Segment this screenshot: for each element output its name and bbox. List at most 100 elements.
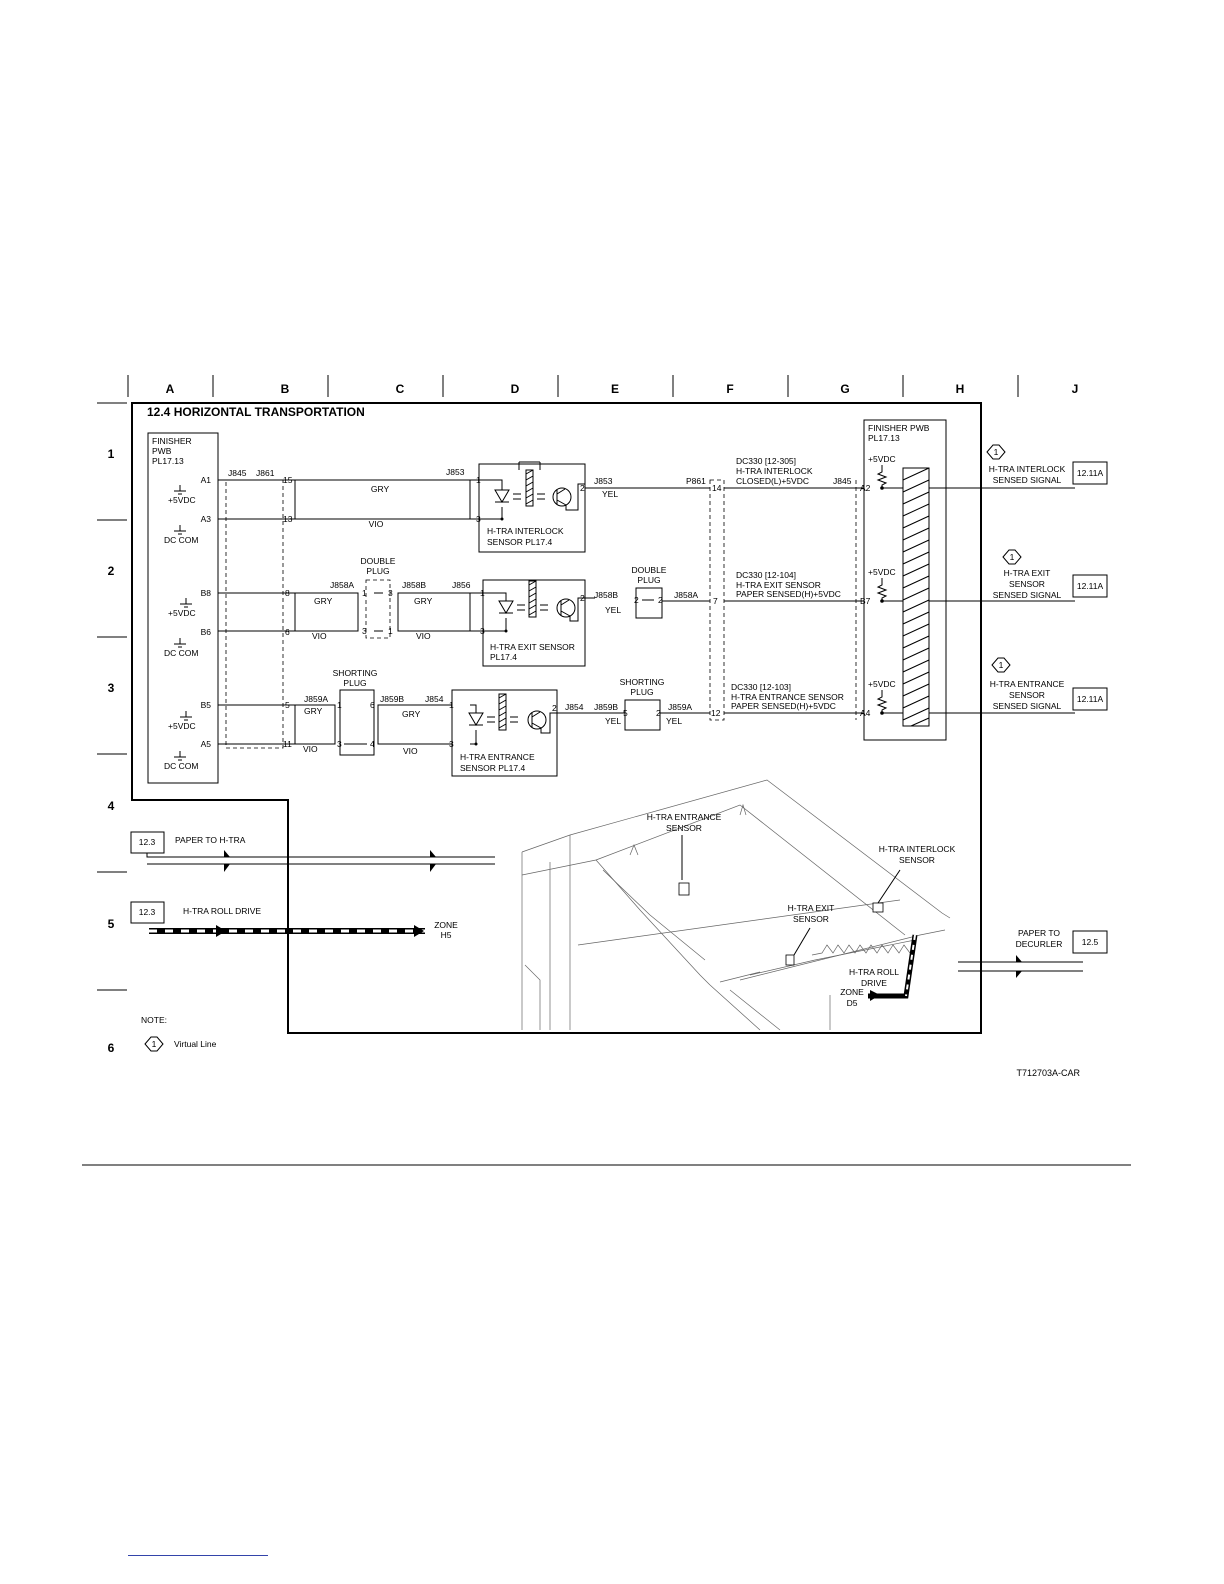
output-signals: 1 H-TRA INTERLOCK SENSED SIGNAL 12.11A 1… — [929, 444, 1108, 714]
svg-text:FINISHER: FINISHER — [152, 436, 192, 446]
svg-text:H-TRA EXIT: H-TRA EXIT — [1004, 568, 1051, 578]
diagram-frame — [131, 402, 982, 1034]
svg-text:DC COM: DC COM — [164, 761, 198, 771]
svg-text:SENSOR: SENSOR — [666, 823, 702, 833]
diagram-title: 12.4 HORIZONTAL TRANSPORTATION — [147, 405, 365, 419]
svg-text:PAPER SENSED(H)+5VDC: PAPER SENSED(H)+5VDC — [736, 589, 841, 599]
svg-text:PWB: PWB — [152, 446, 172, 456]
svg-text:J859B: J859B — [380, 694, 404, 704]
svg-text:SENSED SIGNAL: SENSED SIGNAL — [993, 701, 1062, 711]
svg-text:J858B: J858B — [594, 590, 618, 600]
svg-text:2: 2 — [580, 483, 585, 493]
svg-text:GRY: GRY — [371, 484, 390, 494]
svg-text:DC COM: DC COM — [164, 648, 198, 658]
svg-text:PLUG: PLUG — [630, 687, 653, 697]
svg-text:VIO: VIO — [303, 744, 318, 754]
svg-text:12.11A: 12.11A — [1077, 581, 1104, 591]
footer-link-underline[interactable] — [128, 1555, 268, 1556]
svg-text:PL17.13: PL17.13 — [152, 456, 184, 466]
entrance-circuit: J859A GRY VIO SHORTING PLUG 1 6 3 4 J859… — [218, 668, 870, 777]
svg-text:SENSOR PL17.4: SENSOR PL17.4 — [487, 537, 552, 547]
svg-text:B8: B8 — [201, 588, 212, 598]
svg-text:SENSOR PL17.4: SENSOR PL17.4 — [460, 763, 525, 773]
row-label-6: 6 — [108, 1041, 115, 1055]
right-finisher-pwb: FINISHER PWB PL17.13 +5VDC A2 +5VDC B7 +… — [860, 419, 947, 741]
svg-text:12.11A: 12.11A — [1077, 468, 1104, 478]
svg-text:H-TRA ROLL: H-TRA ROLL — [849, 967, 899, 977]
svg-text:GRY: GRY — [402, 709, 421, 719]
connector-j845-j861: J845 J861 15 13 8 6 5 11 — [225, 468, 293, 749]
svg-text:H-TRA ENTRANCE: H-TRA ENTRANCE — [460, 752, 535, 762]
svg-text:SENSOR: SENSOR — [1009, 690, 1045, 700]
svg-text:J854: J854 — [565, 702, 584, 712]
connector-p861 — [709, 479, 857, 721]
row-label-3: 3 — [108, 681, 115, 695]
row-label-2: 2 — [108, 564, 115, 578]
svg-text:2: 2 — [552, 703, 557, 713]
svg-text:1: 1 — [362, 588, 367, 598]
svg-text:A2: A2 — [860, 483, 871, 493]
svg-text:A5: A5 — [201, 739, 212, 749]
svg-text:PAPER TO: PAPER TO — [1018, 928, 1060, 938]
svg-text:H-TRA ROLL DRIVE: H-TRA ROLL DRIVE — [183, 906, 261, 916]
svg-text:1: 1 — [337, 700, 342, 710]
svg-text:H-TRA EXIT: H-TRA EXIT — [788, 903, 835, 913]
svg-text:J853: J853 — [446, 467, 465, 477]
svg-text:SHORTING: SHORTING — [620, 677, 665, 687]
svg-text:H-TRA ENTRANCE: H-TRA ENTRANCE — [990, 679, 1065, 689]
svg-text:PLUG: PLUG — [637, 575, 660, 585]
svg-text:PL17.4: PL17.4 — [490, 652, 517, 662]
svg-text:DECURLER: DECURLER — [1016, 939, 1063, 949]
svg-text:ZONE: ZONE — [840, 987, 864, 997]
svg-text:SENSOR: SENSOR — [793, 914, 829, 924]
svg-text:PLUG: PLUG — [366, 566, 389, 576]
svg-text:A3: A3 — [201, 514, 212, 524]
left-finisher-pwb: FINISHER PWB PL17.13 A1 +5VDC A3 DC COM … — [147, 432, 219, 784]
svg-text:PAPER TO H-TRA: PAPER TO H-TRA — [175, 835, 246, 845]
svg-text:3: 3 — [362, 626, 367, 636]
note: NOTE: 1 Virtual Line — [141, 1015, 217, 1052]
svg-text:12.3: 12.3 — [139, 907, 156, 917]
svg-text:DC330 [12-305]: DC330 [12-305] — [736, 456, 796, 466]
svg-text:14: 14 — [712, 483, 722, 493]
svg-text:7: 7 — [713, 596, 718, 606]
svg-text:H-TRA INTERLOCK: H-TRA INTERLOCK — [879, 844, 956, 854]
svg-text:YEL: YEL — [605, 716, 621, 726]
svg-text:NOTE:: NOTE: — [141, 1015, 167, 1025]
svg-text:J853: J853 — [594, 476, 613, 486]
svg-text:SHORTING: SHORTING — [333, 668, 378, 678]
svg-text:J859A: J859A — [304, 694, 328, 704]
flow-roll-drive: 12.3 H-TRA ROLL DRIVE ZONE H5 — [130, 901, 458, 940]
svg-text:2: 2 — [656, 708, 661, 718]
svg-text:B7: B7 — [860, 596, 871, 606]
svg-text:B6: B6 — [201, 627, 212, 637]
svg-text:4: 4 — [370, 739, 375, 749]
column-label-f: F — [726, 382, 733, 396]
svg-text:H-TRA INTERLOCK: H-TRA INTERLOCK — [736, 466, 813, 476]
svg-text:H-TRA INTERLOCK: H-TRA INTERLOCK — [989, 464, 1066, 474]
svg-text:+5VDC: +5VDC — [168, 495, 196, 505]
svg-text:5: 5 — [623, 708, 628, 718]
svg-text:VIO: VIO — [369, 519, 384, 529]
svg-text:H-TRA INTERLOCK: H-TRA INTERLOCK — [487, 526, 564, 536]
svg-text:DC330 [12-104]: DC330 [12-104] — [736, 570, 796, 580]
svg-text:PAPER SENSED(H)+5VDC: PAPER SENSED(H)+5VDC — [731, 701, 836, 711]
svg-text:J845: J845 — [833, 476, 852, 486]
svg-text:P861: P861 — [686, 476, 706, 486]
svg-text:DC330 [12-103]: DC330 [12-103] — [731, 682, 791, 692]
svg-text:12.3: 12.3 — [139, 837, 156, 847]
svg-text:DRIVE: DRIVE — [861, 978, 887, 988]
svg-text:SENSED SIGNAL: SENSED SIGNAL — [993, 475, 1062, 485]
svg-text:1: 1 — [994, 447, 999, 457]
svg-text:J854: J854 — [425, 694, 444, 704]
svg-text:H-TRA EXIT SENSOR: H-TRA EXIT SENSOR — [736, 580, 821, 590]
column-grid: A B C D E F G H J — [127, 375, 1078, 397]
column-label-e: E — [611, 382, 619, 396]
svg-text:J858A: J858A — [674, 590, 698, 600]
column-label-c: C — [396, 382, 405, 396]
svg-text:D5: D5 — [847, 998, 858, 1008]
svg-text:VIO: VIO — [312, 631, 327, 641]
row-label-1: 1 — [108, 447, 115, 461]
svg-text:FINISHER PWB: FINISHER PWB — [868, 423, 930, 433]
svg-text:GRY: GRY — [304, 706, 323, 716]
